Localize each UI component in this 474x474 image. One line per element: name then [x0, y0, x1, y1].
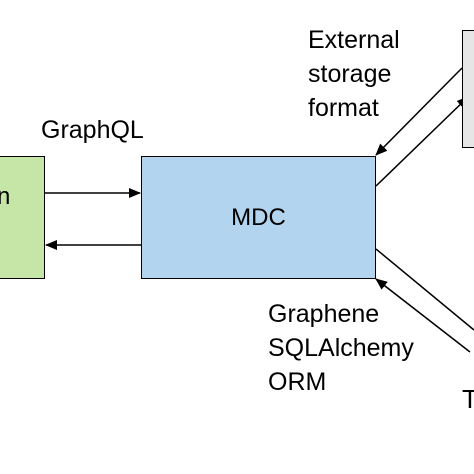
external-storage-label: External storage format — [308, 23, 400, 125]
external-storage-line: External — [308, 26, 400, 54]
graphene-orm-line: SQLAlchemy — [268, 334, 414, 362]
graphql-label: GraphQL — [41, 113, 144, 147]
external-storage-line: storage — [308, 60, 392, 88]
mdc-box: MDC — [141, 156, 376, 279]
arrow-external-to-mdc — [375, 67, 463, 156]
arrow-database-to-mdc — [375, 278, 471, 353]
external-storage-line: format — [308, 94, 379, 122]
graphene-orm-line: ORM — [268, 368, 327, 396]
arrow-mdc-to-external — [375, 96, 469, 187]
arrow-mdc-to-database — [375, 248, 474, 331]
left-client-label: n — [0, 183, 11, 210]
mdc-label: MDC — [231, 203, 286, 231]
bottom-right-partial-label: T — [462, 384, 474, 414]
external-storage-box — [462, 30, 474, 148]
left-client-box — [0, 156, 45, 279]
graphene-orm-label: Graphene SQLAlchemy ORM — [268, 297, 414, 399]
graphene-orm-line: Graphene — [268, 300, 380, 328]
graphql-text: GraphQL — [41, 116, 144, 144]
